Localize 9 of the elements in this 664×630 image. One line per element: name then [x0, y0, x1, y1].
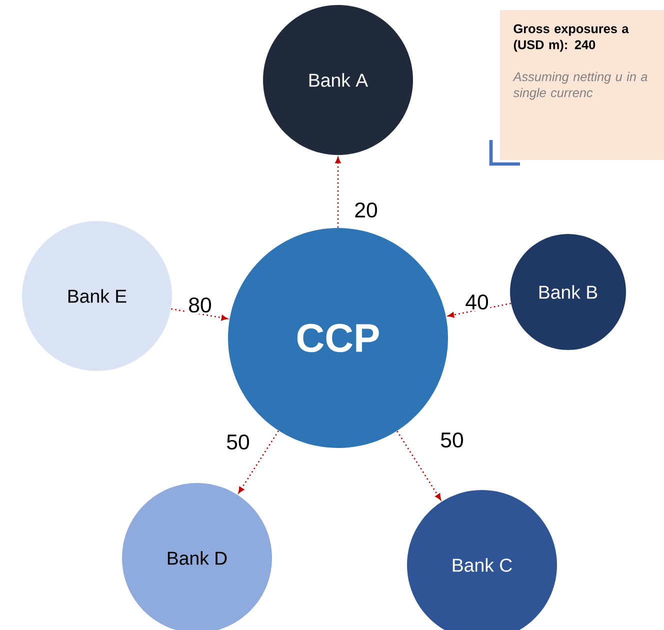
edge-label: 80 — [186, 296, 214, 314]
arrow — [171, 308, 228, 321]
arrow — [448, 302, 511, 318]
note-box: Gross exposures a (USD m): 240 Assuming netting u in a single currenc — [500, 10, 664, 160]
edge-label: 20 — [352, 201, 380, 219]
edge-label: 40 — [464, 293, 490, 311]
arrow — [396, 430, 442, 500]
arrow — [335, 157, 341, 228]
arrow — [238, 430, 280, 494]
